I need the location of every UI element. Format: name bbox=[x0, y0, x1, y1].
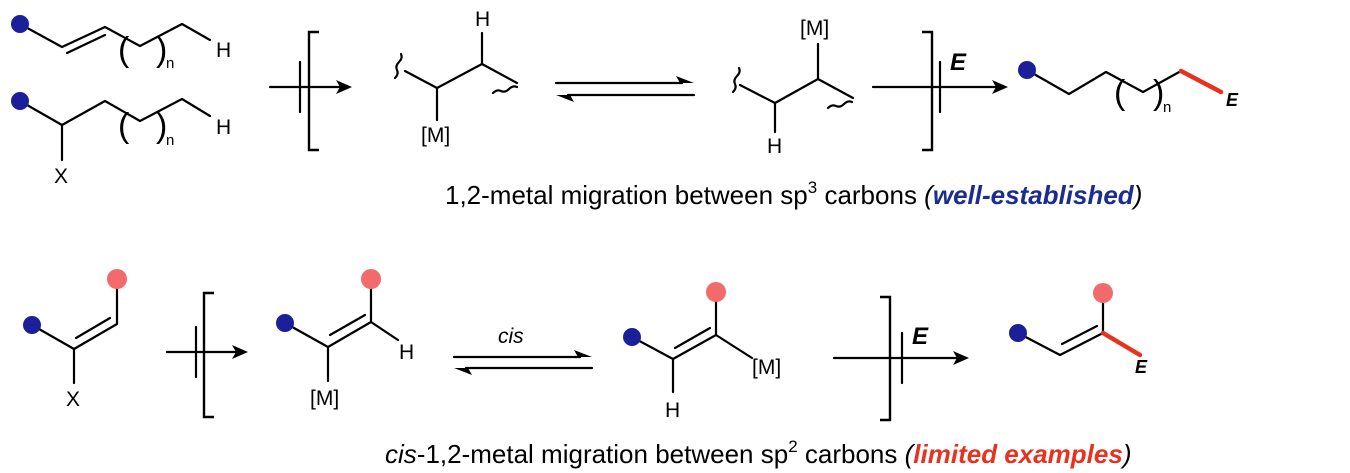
blue-substituent-dot bbox=[1018, 61, 1036, 79]
electrophile-e-label: E bbox=[1135, 357, 1148, 377]
chain-paren-close: ) bbox=[156, 31, 167, 69]
chain-paren-close: ) bbox=[156, 107, 167, 145]
repeat-n-label: n bbox=[166, 55, 174, 72]
repeat-n-label: n bbox=[166, 132, 174, 149]
blue-substituent-dot bbox=[23, 316, 41, 334]
arrow-into-intermediates bbox=[268, 60, 352, 114]
blue-substituent-dot bbox=[276, 314, 294, 332]
hydrogen-label: H bbox=[475, 8, 490, 31]
arrow-electrophile-trap-sp2: E bbox=[832, 323, 969, 385]
arrow-electrophile-trap: E bbox=[871, 49, 1008, 114]
new-c-e-bond bbox=[1178, 68, 1224, 95]
substrate-alkene: ( ) n H bbox=[11, 15, 231, 72]
hydrogen-label: H bbox=[767, 135, 782, 158]
caption-sp3: 1,2-metal migration between sp3 carbons … bbox=[445, 178, 1142, 210]
caption-sp3-superscript: 3 bbox=[808, 178, 817, 197]
cis-label: cis bbox=[498, 325, 524, 348]
caption-sp3-after: carbons bbox=[817, 180, 924, 210]
caption-sp2-superscript: 2 bbox=[788, 437, 797, 456]
caption-sp2-text: -1,2-metal migration between sp bbox=[417, 439, 788, 469]
arrow-into-vinyl-intermediates bbox=[165, 325, 248, 379]
chain-paren-close: ) bbox=[1153, 74, 1164, 112]
terminal-hydrogen: H bbox=[216, 39, 231, 62]
chain-paren-open: ( bbox=[118, 31, 130, 69]
blue-substituent-dot bbox=[1009, 324, 1027, 342]
blue-substituent-dot bbox=[11, 92, 29, 110]
product-vinyl: E bbox=[1009, 283, 1148, 377]
caption-sp2-paren-close: ) bbox=[1120, 439, 1132, 469]
equilibrium-arrows bbox=[554, 76, 696, 102]
chain-paren-open: ( bbox=[1114, 74, 1126, 112]
metal-label: [M] bbox=[421, 124, 450, 147]
metal-label: [M] bbox=[800, 17, 829, 40]
intermediate-vinyl-metal-a: H [M] bbox=[276, 269, 414, 410]
bracket-open bbox=[202, 291, 214, 419]
caption-sp2: cis-1,2-metal migration between sp2 carb… bbox=[385, 437, 1132, 469]
electrophile-e-label: E bbox=[950, 49, 967, 76]
bracket-close bbox=[880, 295, 892, 422]
caption-sp3-paren-close: ) bbox=[1131, 180, 1143, 210]
substrate-vinyl-halide: X bbox=[23, 269, 127, 411]
caption-sp2-prefix: cis bbox=[385, 439, 417, 469]
substrate-alkyl-halide: ( ) n H X bbox=[11, 92, 231, 188]
red-substituent-dot bbox=[107, 269, 127, 289]
intermediate-alkyl-metal-b: [M] H bbox=[731, 17, 855, 158]
bracket-open bbox=[307, 30, 319, 152]
hydrogen-label: H bbox=[399, 341, 414, 364]
red-substituent-dot bbox=[361, 269, 381, 289]
repeat-n-label: n bbox=[1163, 99, 1171, 116]
metal-label: [M] bbox=[752, 356, 781, 379]
red-substituent-dot bbox=[1093, 283, 1113, 303]
new-c-e-bond bbox=[1100, 330, 1143, 358]
product-linear-alkyl: ( ) n E bbox=[1018, 61, 1239, 116]
caption-sp3-text: 1,2-metal migration between sp bbox=[445, 180, 808, 210]
blue-substituent-dot bbox=[11, 15, 29, 33]
electrophile-e-label: E bbox=[1226, 90, 1239, 110]
caption-sp2-paren-open: ( bbox=[905, 439, 916, 469]
hydrogen-label: H bbox=[665, 399, 680, 422]
cis-equilibrium-arrows: cis bbox=[452, 325, 594, 375]
intermediate-alkyl-metal-a: H [M] bbox=[393, 8, 519, 147]
electrophile-e-label: E bbox=[912, 323, 929, 350]
caption-sp3-highlight: well-established bbox=[933, 180, 1135, 210]
intermediate-vinyl-metal-b: [M] H bbox=[623, 282, 781, 422]
metal-label: [M] bbox=[310, 387, 339, 410]
terminal-hydrogen: H bbox=[216, 116, 231, 139]
halide-x-label: X bbox=[66, 388, 80, 411]
blue-substituent-dot bbox=[623, 328, 641, 346]
chain-paren-open: ( bbox=[118, 107, 130, 145]
caption-sp3-paren-open: ( bbox=[924, 180, 935, 210]
caption-sp2-after: carbons bbox=[798, 439, 905, 469]
halide-x-label: X bbox=[54, 165, 68, 188]
caption-sp2-highlight: limited examples bbox=[913, 439, 1123, 469]
bracket-close bbox=[922, 30, 934, 152]
red-substituent-dot bbox=[706, 282, 726, 302]
